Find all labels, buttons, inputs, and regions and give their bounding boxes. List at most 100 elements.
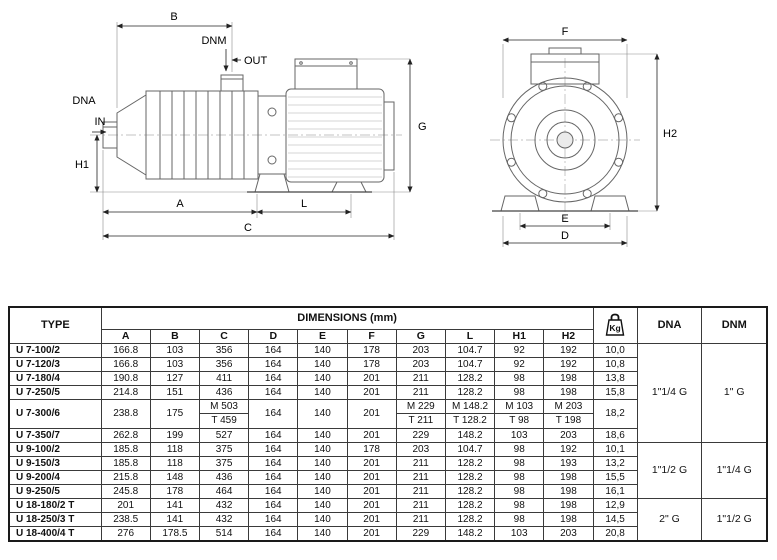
pump-front-view-drawing bbox=[490, 47, 640, 222]
dim-label-l: L bbox=[301, 198, 307, 210]
dimension-value-cell: 436 bbox=[198, 469, 250, 485]
dimension-value-cell: 198 bbox=[543, 511, 594, 527]
dimension-value-cell: 141 bbox=[149, 511, 200, 527]
dimension-value-cell: 128.2 bbox=[444, 370, 496, 386]
dim-label-b: B bbox=[170, 11, 177, 23]
dimensions-table-section: TYPE DIMENSIONS (mm) Kg DNA DNM A B C D … bbox=[8, 306, 769, 542]
dimension-value-cell: 98 bbox=[494, 483, 545, 499]
dimension-value-cell: 214.8 bbox=[100, 384, 151, 400]
dimension-value-cell: 211 bbox=[395, 455, 446, 471]
dimension-value-cell: 193 bbox=[543, 455, 594, 471]
col-header-type: TYPE bbox=[8, 306, 102, 344]
dimension-value-cell: 464 bbox=[198, 483, 250, 499]
dimension-value-cell: 201 bbox=[346, 455, 397, 471]
dimension-value-cell: 140 bbox=[297, 441, 348, 457]
dimension-value-cell: 118 bbox=[149, 441, 200, 457]
weight-value-cell: 15,8 bbox=[592, 384, 638, 400]
dimension-value-cell: 199 bbox=[149, 427, 200, 443]
dim-label-g: G bbox=[418, 121, 427, 133]
dimension-value-cell: 164 bbox=[248, 497, 299, 513]
weight-icon: Kg bbox=[605, 313, 625, 336]
weight-value-cell: 20,8 bbox=[592, 525, 638, 541]
dimension-value-cell: 104.7 bbox=[444, 342, 496, 358]
dimension-value-cell: 140 bbox=[297, 342, 348, 358]
col-header-b: B bbox=[149, 328, 200, 344]
dimension-value-cell: 432 bbox=[198, 511, 250, 527]
dimension-value-cell: 211 bbox=[395, 483, 446, 499]
dimension-value-cell: 192 bbox=[543, 342, 594, 358]
dimension-value-cell: 190.8 bbox=[100, 370, 151, 386]
dimension-value-cell: 164 bbox=[248, 398, 299, 429]
col-header-l: L bbox=[444, 328, 496, 344]
dimension-value-cell: 164 bbox=[248, 441, 299, 457]
dimension-value-cell: 198 bbox=[543, 370, 594, 386]
dimension-value-cell: 140 bbox=[297, 398, 348, 429]
dimension-value-cell: 164 bbox=[248, 356, 299, 372]
dimension-value-cell: 164 bbox=[248, 483, 299, 499]
weight-value-cell: 13,2 bbox=[592, 455, 638, 471]
dimension-value-cell: 140 bbox=[297, 427, 348, 443]
dimension-value-cell: 151 bbox=[149, 384, 200, 400]
dimension-value-cell: 203 bbox=[395, 342, 446, 358]
dimension-value-cell: 211 bbox=[395, 384, 446, 400]
dimension-value-cell: 203 bbox=[395, 441, 446, 457]
dimension-value-cell: 128.2 bbox=[444, 455, 496, 471]
dimension-value-cell: 104.7 bbox=[444, 441, 496, 457]
dimension-value-cell: 92 bbox=[494, 342, 545, 358]
weight-value-cell: 15,5 bbox=[592, 469, 638, 485]
dimension-value-cell: 201 bbox=[346, 427, 397, 443]
dimension-value-cell: 229 bbox=[395, 525, 446, 541]
dimension-value-cell: 175 bbox=[149, 398, 200, 429]
weight-icon-label: Kg bbox=[609, 323, 620, 333]
weight-value-cell: 12,9 bbox=[592, 497, 638, 513]
col-header-f: F bbox=[346, 328, 397, 344]
dimension-value-cell: 141 bbox=[149, 497, 200, 513]
dim-label-in: IN bbox=[95, 116, 106, 128]
front-view-dimensions: F H2 E D bbox=[502, 26, 677, 247]
dimension-value-cell: 103 bbox=[149, 356, 200, 372]
pump-type-cell: U 9-200/4 bbox=[8, 469, 102, 485]
dnm-value-cell: 1" G bbox=[701, 342, 768, 443]
dimension-value-cell: 118 bbox=[149, 455, 200, 471]
dimension-value-cell: 128.2 bbox=[444, 384, 496, 400]
dimension-value-cell: 140 bbox=[297, 525, 348, 541]
dimension-value-cell: 128.2 bbox=[444, 511, 496, 527]
dimension-value-cell: 148.2 bbox=[444, 525, 496, 541]
dimensions-table: TYPE DIMENSIONS (mm) Kg DNA DNM A B C D … bbox=[8, 306, 768, 542]
dimension-value-cell: 238.8 bbox=[100, 398, 151, 429]
dim-label-out: OUT bbox=[244, 55, 268, 67]
dimension-value-cell: 211 bbox=[395, 469, 446, 485]
dimension-value-cell: 178.5 bbox=[149, 525, 200, 541]
dim-label-e: E bbox=[561, 213, 568, 225]
dimension-value-cell: 356 bbox=[198, 356, 250, 372]
dimension-value-cell: 211 bbox=[395, 370, 446, 386]
dimension-value-cell: 164 bbox=[248, 469, 299, 485]
dimension-value-cell: 211 bbox=[395, 511, 446, 527]
weight-value-cell: 16,1 bbox=[592, 483, 638, 499]
dimension-value-cell: 127 bbox=[149, 370, 200, 386]
dim-label-f: F bbox=[562, 26, 569, 38]
dimension-value-cell: 164 bbox=[248, 342, 299, 358]
dimension-value-cell: 92 bbox=[494, 356, 545, 372]
pump-type-cell: U 9-150/3 bbox=[8, 455, 102, 471]
dimension-value-cell: 104.7 bbox=[444, 356, 496, 372]
dim-label-dna: DNA bbox=[72, 95, 96, 107]
dimension-value-cell: 375 bbox=[198, 441, 250, 457]
dimension-value-cell: 192 bbox=[543, 441, 594, 457]
dna-value-cell: 1"1/2 G bbox=[636, 441, 703, 499]
pump-type-cell: U 18-250/3 T bbox=[8, 511, 102, 527]
dimension-value-cell: 140 bbox=[297, 469, 348, 485]
dimension-value-cell: 201 bbox=[346, 511, 397, 527]
dimension-value-cell: 276 bbox=[100, 525, 151, 541]
dimension-value-cell: 166.8 bbox=[100, 356, 151, 372]
dimension-value-cell: 164 bbox=[248, 525, 299, 541]
dimension-value-cell: 128.2 bbox=[444, 497, 496, 513]
dimension-value-cell: 356 bbox=[198, 342, 250, 358]
pump-type-cell: U 9-100/2 bbox=[8, 441, 102, 457]
weight-value-cell: 18,2 bbox=[592, 398, 638, 429]
